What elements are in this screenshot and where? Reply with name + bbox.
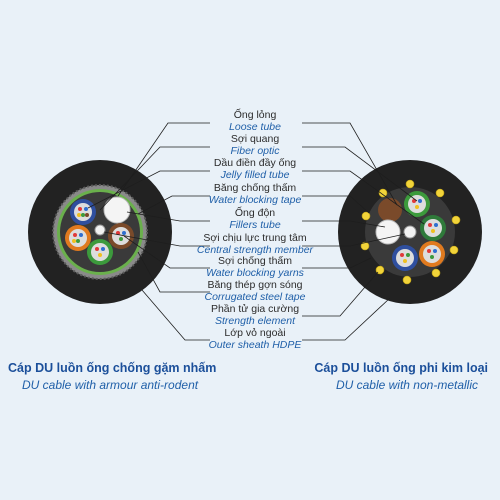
right-loose-tube-brown xyxy=(378,198,402,222)
right-caption-vi: Cáp DU luồn ống phi kim loại xyxy=(314,361,488,375)
right-loose-tube-dark-green xyxy=(420,215,446,241)
label-water-blocking-tape-en: Water blocking tape xyxy=(209,194,302,206)
right-central-strength-member xyxy=(403,225,417,239)
label-fiber-optic-en: Fiber optic xyxy=(230,145,280,157)
center-labels: Ống lỏng Loose tube Sợi quang Fiber opti… xyxy=(197,107,314,351)
label-loose-tube-vi: Ống lỏng xyxy=(234,107,277,121)
label-outer-sheath-vi: Lớp vỏ ngoài xyxy=(224,327,285,339)
right-strength-elements xyxy=(360,179,461,285)
right-caption-en: DU cable with non-metallic xyxy=(336,378,478,392)
left-cable-caption: Cáp DU luồn ống chống gặm nhấm DU cable … xyxy=(8,361,216,392)
label-loose-tube-en: Loose tube xyxy=(229,121,281,133)
label-strength-element-en: Strength element xyxy=(215,315,296,327)
left-loose-tube-green xyxy=(87,239,113,265)
label-fiber-optic-vi: Sợi quang xyxy=(231,133,279,145)
right-cable-caption: Cáp DU luồn ống phi kim loại DU cable wi… xyxy=(314,361,488,392)
label-outer-sheath-en: Outer sheath HDPE xyxy=(209,339,303,351)
left-cable-cross-section xyxy=(28,160,172,304)
left-caption-en: DU cable with armour anti-rodent xyxy=(22,378,199,392)
label-strength-element-vi: Phần tử gia cường xyxy=(211,303,299,315)
label-jelly-filled-tube-vi: Dầu điền đầy ống xyxy=(214,157,296,169)
left-loose-tube-blue xyxy=(70,199,96,225)
label-water-blocking-yarns-vi: Sợi chống thấm xyxy=(218,255,292,267)
label-central-strength-member-en: Central strength member xyxy=(197,244,314,256)
label-corrugated-steel-tape-vi: Băng thép gợn sóng xyxy=(207,279,302,291)
right-loose-tube-green xyxy=(404,191,430,217)
leader-lines xyxy=(87,122,425,341)
left-loose-tube-orange xyxy=(65,225,91,251)
left-loose-tube-brown xyxy=(108,223,134,249)
right-loose-tube-blue xyxy=(392,245,418,271)
label-fillers-tube-en: Fillers tube xyxy=(229,219,281,231)
label-central-strength-member-vi: Sợi chịu lực trung tâm xyxy=(203,232,306,244)
label-fillers-tube-vi: Ống độn xyxy=(235,205,275,219)
right-loose-tube-orange xyxy=(419,241,445,267)
left-caption-vi: Cáp DU luồn ống chống gặm nhấm xyxy=(8,361,216,375)
right-cable-cross-section xyxy=(338,160,482,304)
right-filler-tube-white xyxy=(375,219,401,245)
label-corrugated-steel-tape-en: Corrugated steel tape xyxy=(205,291,306,303)
label-jelly-filled-tube-en: Jelly filled tube xyxy=(220,169,290,181)
label-water-blocking-yarns-en: Water blocking yarns xyxy=(206,267,305,279)
left-central-strength-member xyxy=(94,224,106,236)
left-filler-tube-white xyxy=(103,196,131,224)
label-water-blocking-tape-vi: Băng chống thấm xyxy=(214,182,297,194)
